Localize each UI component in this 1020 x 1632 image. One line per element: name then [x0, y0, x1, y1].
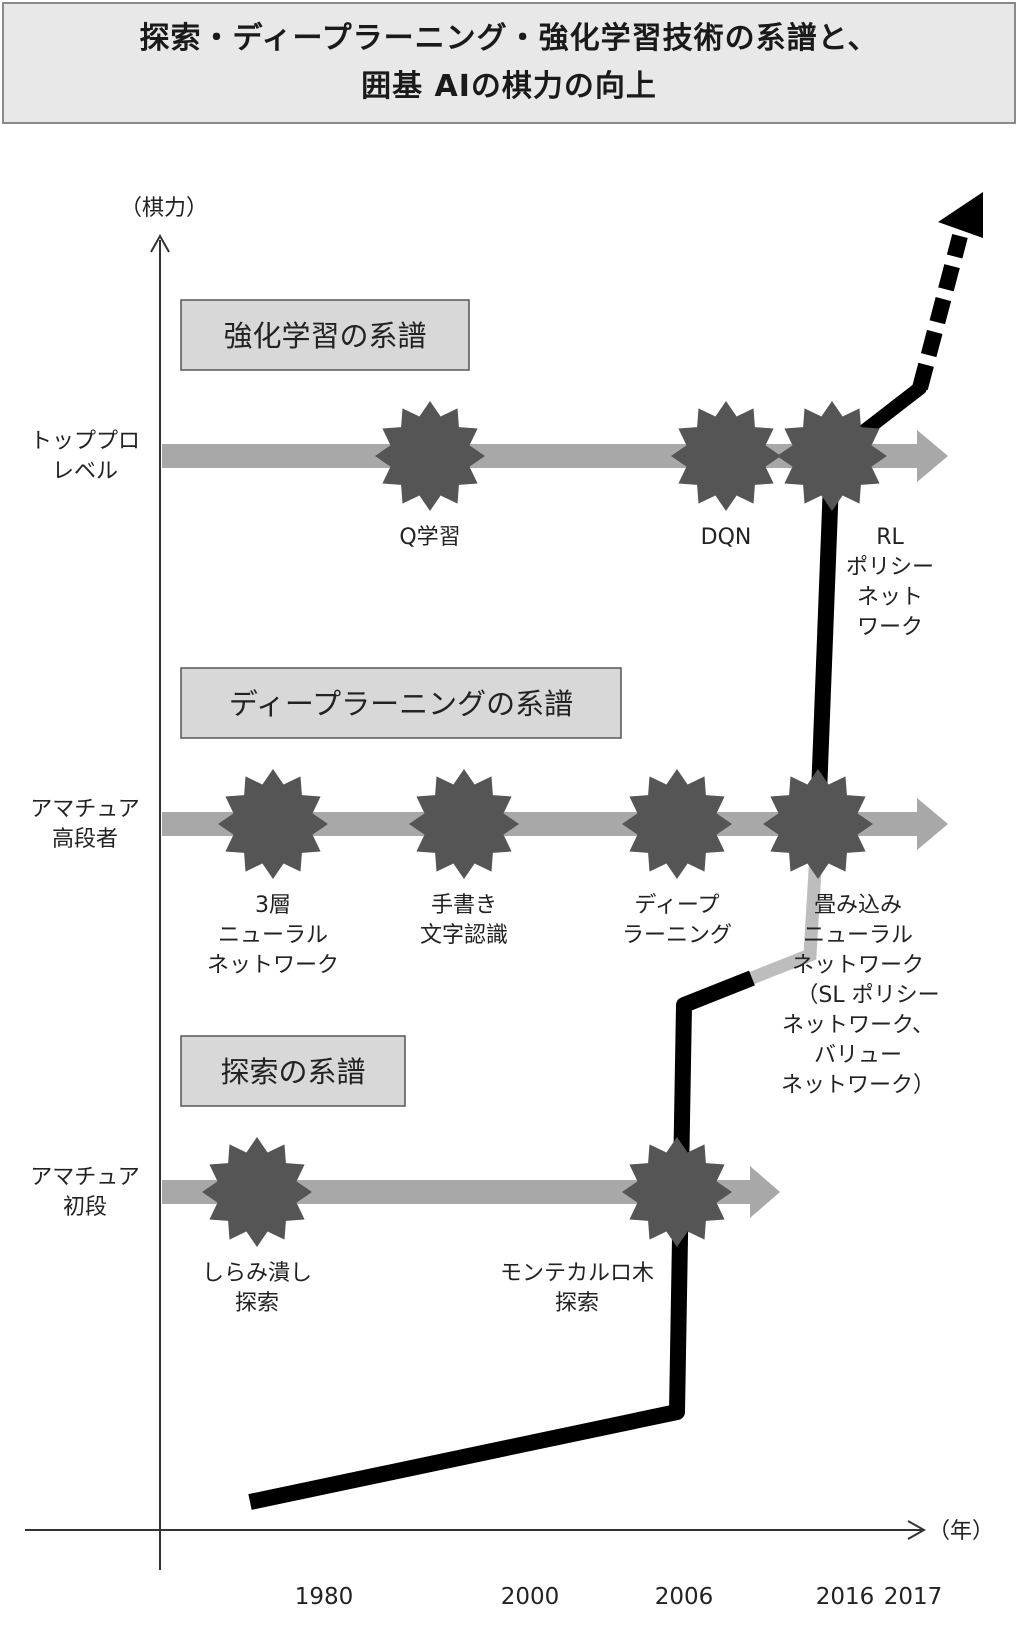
label-cnn-line6: バリュー [814, 1043, 902, 1068]
year-2016: 2016 [816, 1584, 875, 1610]
section-label-search: 探索の系譜 [220, 1055, 365, 1089]
label-cnn-line5: ネットワーク、 [782, 1013, 934, 1038]
level-top-line2: レベル [52, 459, 118, 484]
burst-mcts [622, 1137, 732, 1247]
burst-handwriting [409, 769, 519, 879]
section-label-dl: ディープラーニングの系譜 [229, 687, 573, 721]
year-1980: 1980 [295, 1584, 354, 1610]
burst-3layer-nn [218, 769, 328, 879]
strength-arrowhead [938, 192, 983, 238]
burst-exhaustive-search [202, 1137, 312, 1247]
label-cnn-line7: ネットワーク） [781, 1073, 935, 1098]
arrow-dl [162, 798, 948, 850]
label-cnn-line4: （SL ポリシー [796, 983, 939, 1008]
level-top-line1: トッププロ [30, 429, 140, 454]
label-handwriting-line2: 文字認識 [420, 923, 508, 948]
section-box-dl [180, 667, 622, 739]
x-axis-arrowhead [907, 1520, 927, 1540]
burst-q-learning [375, 401, 485, 511]
title-line-2: 囲基 AIの棋力の向上 [361, 69, 657, 104]
label-3layer-line3: ネットワーク [207, 953, 339, 978]
label-deep-line2: ラーニング [622, 923, 732, 948]
arrow-rl [162, 430, 948, 482]
label-rl-line1: RL [876, 525, 904, 550]
y-axis-label: （棋力） [120, 196, 208, 221]
label-exhaustive-line2: 探索 [235, 1291, 279, 1316]
strength-dashed-projection [912, 233, 968, 391]
label-cnn-line3: ネットワーク [792, 953, 924, 978]
level-low-line2: 初段 [63, 1195, 107, 1220]
title-line-1: 探索・ディープラーニング・強化学習技術の系譜と、 [139, 21, 879, 56]
burst-dqn [671, 401, 781, 511]
label-cnn-line1: 畳み込み [814, 893, 902, 918]
burst-deep-learning [622, 769, 732, 879]
label-mcts-line2: 探索 [555, 1291, 599, 1316]
burst-cnn [763, 769, 873, 879]
title-box: 探索・ディープラーニング・強化学習技術の系譜と、 囲基 AIの棋力の向上 [2, 2, 1016, 124]
label-rl-line3: ネット [857, 585, 923, 610]
label-exhaustive-line1: しらみ潰し [202, 1261, 312, 1286]
label-cnn-line2: ニューラル [803, 923, 913, 948]
x-axis-label: （年） [928, 1519, 994, 1544]
strength-line-rise [810, 448, 840, 828]
level-mid-line2: 高段者 [52, 827, 118, 852]
level-mid-line1: アマチュア [30, 797, 140, 822]
section-label-rl: 強化学習の系譜 [223, 319, 426, 353]
year-2006: 2006 [655, 1584, 714, 1610]
y-axis-arrowhead [150, 233, 170, 253]
label-3layer-line1: 3層 [255, 893, 291, 918]
label-dqn: DQN [701, 525, 752, 550]
label-rl-line2: ポリシー [846, 555, 934, 580]
label-mcts-line1: モンテカルロ木 [500, 1261, 654, 1286]
label-handwriting-line1: 手書き [431, 893, 497, 918]
year-2000: 2000 [501, 1584, 560, 1610]
section-box-search [180, 1035, 406, 1107]
label-rl-line4: ワーク [857, 615, 923, 640]
level-low-line1: アマチュア [30, 1165, 140, 1190]
label-deep-line1: ディープ [634, 893, 719, 918]
section-box-rl [180, 299, 470, 371]
arrow-search [162, 1166, 780, 1218]
year-2017: 2017 [884, 1584, 943, 1610]
label-3layer-line2: ニューラル [218, 923, 328, 948]
label-q-learning: Q学習 [399, 525, 460, 550]
